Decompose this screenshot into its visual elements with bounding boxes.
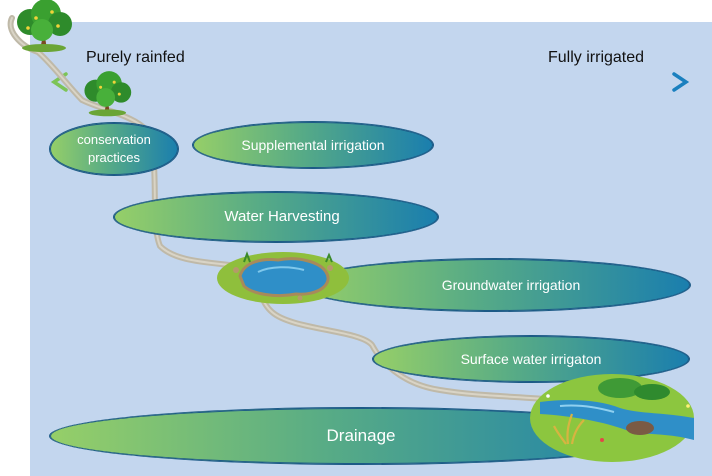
water-harvesting-label: Water Harvesting <box>224 208 340 225</box>
spectrum-arrow <box>50 72 690 92</box>
supplemental-irrigation-ellipse: Supplemental irrigation <box>193 122 433 168</box>
conservation-practices-label: conservation practices <box>77 132 151 165</box>
fully-irrigated-label: Fully irrigated <box>548 49 645 66</box>
supplemental-irrigation-label: Supplemental irrigation <box>241 137 385 153</box>
conservation-practices-ellipse: conservation practices <box>50 123 178 175</box>
groundwater-irrigation-label: Groundwater irrigation <box>441 277 581 293</box>
drainage-label: Drainage <box>326 426 396 445</box>
surface-water-irrigation-ellipse: Surface water irrigaton <box>373 336 689 382</box>
purely-rainfed-label: Purely rainfed <box>86 49 185 66</box>
drainage-ellipse: Drainage <box>50 408 672 464</box>
water-harvesting-ellipse: Water Harvesting <box>114 192 438 242</box>
groundwater-irrigation-ellipse: Groundwater irrigation <box>300 259 690 311</box>
river-highlight <box>9 17 559 401</box>
surface-water-irrigation-label: Surface water irrigaton <box>460 351 602 367</box>
